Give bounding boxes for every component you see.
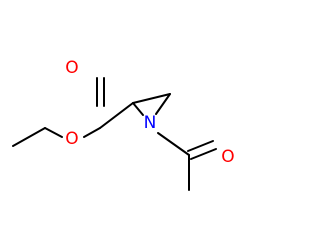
bond-acetyl-double-2 bbox=[190, 148, 217, 160]
bond-acetyl-double-1 bbox=[187, 140, 214, 152]
acetyl-oxygen-label: O bbox=[221, 147, 234, 167]
bond-carbonyl-carbon-ring-carbon bbox=[99, 102, 134, 129]
chemical-structure: O O N O bbox=[12, 58, 235, 191]
bond-methyl-methylene bbox=[12, 127, 46, 147]
carbonyl-oxygen-label: O bbox=[65, 58, 78, 78]
ring-nitrogen-label: N bbox=[144, 113, 157, 133]
bond-ester-oxygen-carbonyl-carbon bbox=[83, 127, 101, 138]
bond-ring-c2-nitrogen bbox=[132, 102, 144, 116]
bond-methylene-ester-oxygen bbox=[44, 127, 63, 138]
bond-nitrogen-acetyl-carbon bbox=[157, 132, 190, 156]
bond-ring-c2-c3 bbox=[132, 93, 171, 104]
ester-oxygen-label: O bbox=[65, 129, 78, 149]
bond-ring-c3-nitrogen bbox=[155, 93, 171, 115]
